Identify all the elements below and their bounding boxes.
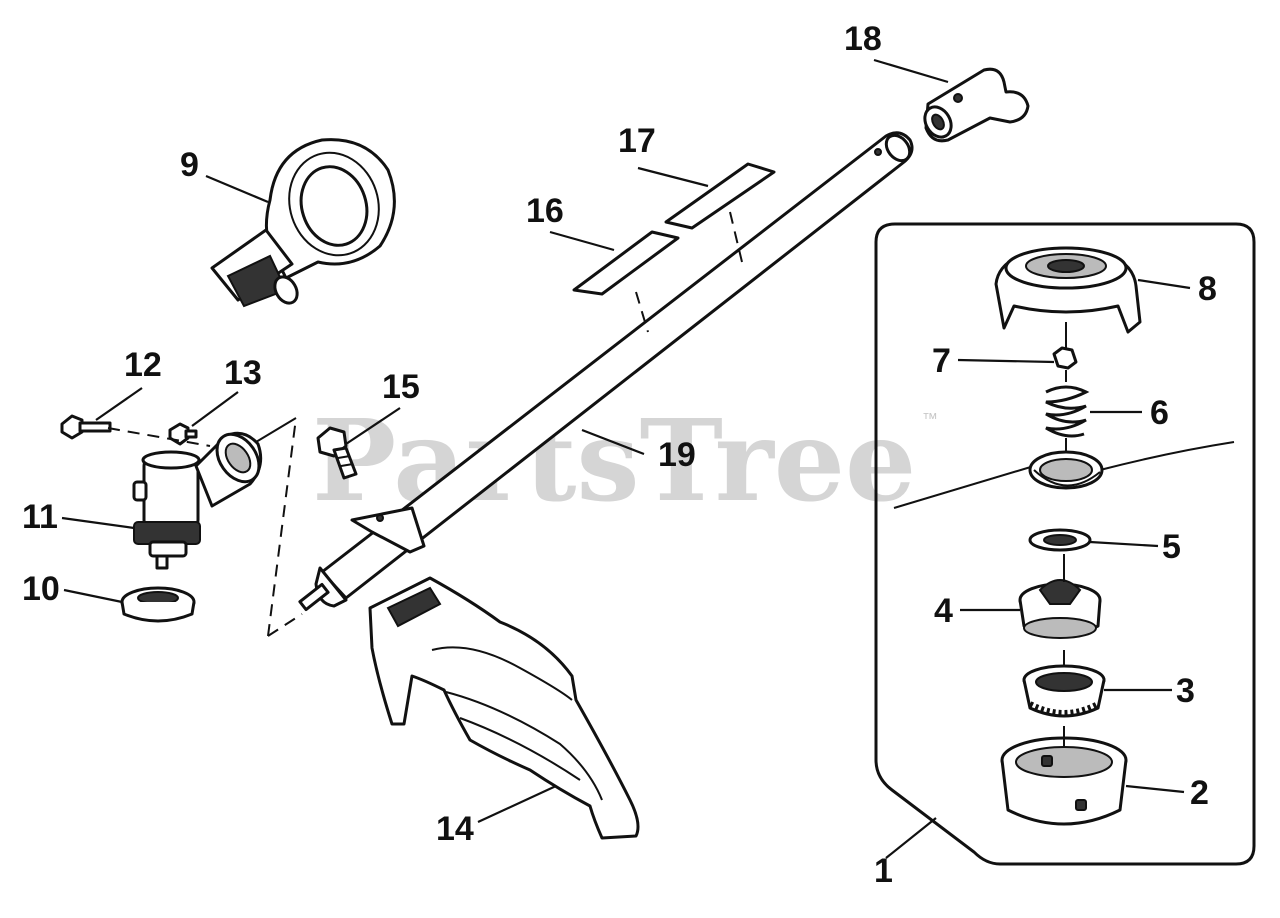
- callout-4: 4: [934, 592, 953, 630]
- ring-part: [1028, 528, 1092, 552]
- end-cap-part: [923, 67, 1030, 143]
- callout-8: 8: [1198, 270, 1217, 308]
- shaft-part: [298, 131, 914, 612]
- retainer-part: [1022, 664, 1106, 718]
- gear-head-part: [132, 431, 263, 570]
- callout-11: 11: [22, 498, 58, 536]
- inner-spool-part: [1018, 579, 1102, 639]
- screw-13-part: [168, 422, 198, 446]
- callout-13: 13: [224, 354, 262, 392]
- callout-17: 17: [618, 122, 656, 160]
- spool-cover-part: [994, 246, 1142, 334]
- guard-part: [368, 576, 640, 840]
- callout-14: 14: [436, 810, 474, 848]
- head-assembly-box: [874, 222, 1256, 866]
- bolt-15-part: [316, 426, 358, 480]
- callout-12: 12: [124, 346, 162, 384]
- washer-part: [120, 586, 196, 623]
- callout-1: 1: [874, 852, 893, 890]
- housing-part: [1000, 736, 1128, 826]
- screw-12-part: [60, 414, 112, 440]
- spring-part: [1045, 385, 1090, 438]
- callout-7: 7: [932, 342, 951, 380]
- watermark-trademark: ™: [922, 411, 938, 428]
- callout-2: 2: [1190, 774, 1209, 812]
- callout-5: 5: [1162, 528, 1181, 566]
- callout-19: 19: [658, 436, 696, 474]
- callout-10: 10: [22, 570, 60, 608]
- label-decals: [572, 162, 776, 333]
- callout-18: 18: [844, 20, 882, 58]
- nut-part: [1052, 346, 1078, 370]
- callout-16: 16: [526, 192, 564, 230]
- callout-3: 3: [1176, 672, 1195, 710]
- handle-part: [210, 138, 396, 308]
- callout-15: 15: [382, 368, 420, 406]
- callout-6: 6: [1150, 394, 1169, 432]
- leader-lines: [61, 58, 1191, 859]
- trimmer-line-part: [893, 441, 1235, 509]
- callout-9: 9: [180, 146, 199, 184]
- watermark-text: PartsTree: [312, 396, 916, 527]
